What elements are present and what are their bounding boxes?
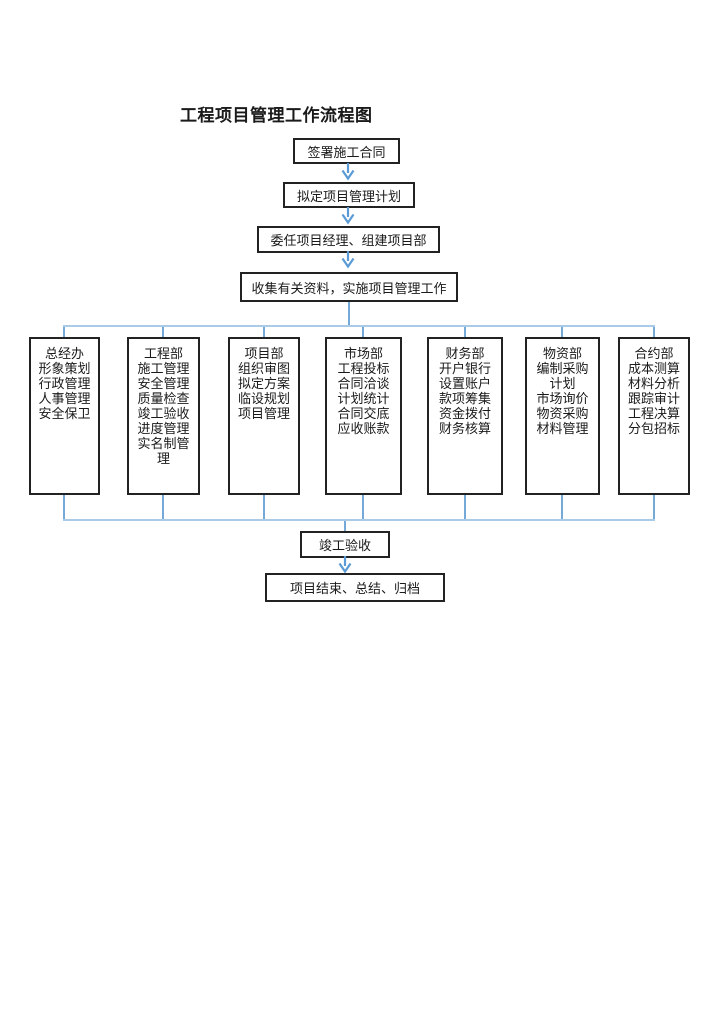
connector-stub <box>561 495 563 519</box>
dept-name: 项目部 <box>244 346 284 361</box>
flow-box-collect-info: 收集有关资料，实施项目管理工作 <box>240 272 458 302</box>
dept-items: 施工管理 安全管理 质量检查 竣工验收 进度管理 实名制管理 <box>137 361 190 466</box>
down-arrow-icon <box>338 556 352 574</box>
connector-stub <box>263 327 265 337</box>
down-arrow-icon <box>341 207 355 225</box>
dept-box-general-office: 总经办 形象策划 行政管理 人事管理 安全保卫 <box>29 337 100 495</box>
connector-line <box>63 519 655 521</box>
flow-box-completion-acceptance: 竣工验收 <box>300 531 390 558</box>
dept-name: 物资部 <box>542 346 582 361</box>
flow-box-sign-contract: 签署施工合同 <box>293 138 400 164</box>
connector-stub <box>653 495 655 519</box>
connector-stub <box>162 327 164 337</box>
down-arrow-icon <box>341 251 355 269</box>
connector-line <box>63 325 655 327</box>
dept-items: 编制采购计划 市场询价 物资采购 材料管理 <box>536 361 589 436</box>
dept-box-finance: 财务部 开户银行 设置账户 款项筹集 资金拨付 财务核算 <box>427 337 503 495</box>
dept-name: 市场部 <box>343 346 383 361</box>
dept-box-market: 市场部 工程投标 合同洽谈 计划统计 合同交底 应收账款 <box>325 337 402 495</box>
dept-items: 成本测算 材料分析 跟踪审计 工程决算 分包招标 <box>627 361 680 436</box>
dept-box-project: 项目部 组织审图 拟定方案 临设规划 项目管理 <box>228 337 300 495</box>
connector-line <box>344 521 346 531</box>
flow-box-appoint-manager: 委任项目经理、组建项目部 <box>257 226 440 253</box>
connector-stub <box>362 495 364 519</box>
dept-box-materials: 物资部 编制采购计划 市场询价 物资采购 材料管理 <box>525 337 600 495</box>
dept-name: 工程部 <box>143 346 183 361</box>
connector-stub <box>464 327 466 337</box>
dept-items: 组织审图 拟定方案 临设规划 项目管理 <box>237 361 290 421</box>
connector-line <box>348 302 350 325</box>
dept-name: 合约部 <box>634 346 674 361</box>
dept-box-contract: 合约部 成本测算 材料分析 跟踪审计 工程决算 分包招标 <box>618 337 690 495</box>
dept-items: 形象策划 行政管理 人事管理 安全保卫 <box>38 361 91 421</box>
dept-items: 开户银行 设置账户 款项筹集 资金拨付 财务核算 <box>438 361 491 436</box>
dept-box-engineering: 工程部 施工管理 安全管理 质量检查 竣工验收 进度管理 实名制管理 <box>127 337 200 495</box>
connector-stub <box>63 495 65 519</box>
connector-stub <box>561 327 563 337</box>
flow-box-project-close: 项目结束、总结、归档 <box>265 573 445 602</box>
dept-items: 工程投标 合同洽谈 计划统计 合同交底 应收账款 <box>337 361 390 436</box>
flow-box-draft-plan: 拟定项目管理计划 <box>283 182 415 208</box>
connector-stub <box>63 327 65 337</box>
connector-stub <box>362 327 364 337</box>
connector-stub <box>162 495 164 519</box>
connector-stub <box>653 327 655 337</box>
dept-name: 总经办 <box>44 346 84 361</box>
dept-name: 财务部 <box>445 346 485 361</box>
connector-stub <box>263 495 265 519</box>
connector-stub <box>464 495 466 519</box>
down-arrow-icon <box>341 163 355 181</box>
page-title: 工程项目管理工作流程图 <box>180 106 373 125</box>
